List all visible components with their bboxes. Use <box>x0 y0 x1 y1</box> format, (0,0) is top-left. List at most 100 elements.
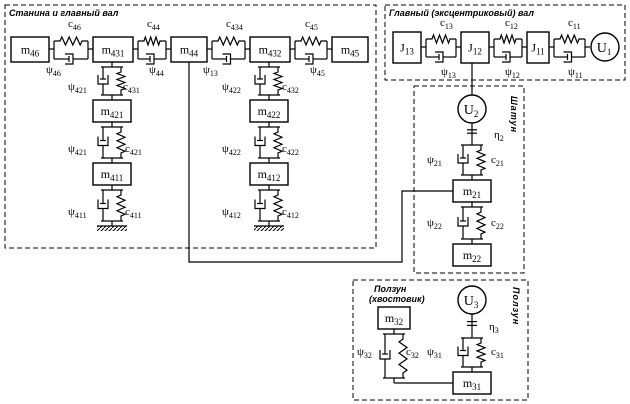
mass-m422-label: m422 <box>258 104 281 120</box>
region-mainshaft-title: Главный (эксцентриковый) вал <box>389 8 534 18</box>
ground-left <box>97 225 127 231</box>
mass-J11-label: J11 <box>531 41 544 57</box>
label-psi31-base: ψ <box>427 346 434 358</box>
label-c44-sub: 44 <box>152 23 160 32</box>
label-psi21-base: ψ <box>427 154 434 166</box>
unit-c45 <box>290 35 332 65</box>
mass-J11-label-base: J <box>531 41 536 55</box>
mass-m44 <box>170 36 208 63</box>
mass-m412-label: m412 <box>258 167 281 183</box>
mass-m21-label: m21 <box>463 184 481 200</box>
label-psi46: ψ46 <box>46 64 61 78</box>
label-psi421-top-sub: 421 <box>75 86 87 95</box>
label-c411: c411 <box>125 206 142 220</box>
label-psi32-sub: 32 <box>364 351 372 360</box>
mass-m22-label-base: m <box>463 248 473 262</box>
label-psi44-sub: 44 <box>156 69 164 78</box>
unit-c13 <box>421 33 461 63</box>
source-U3-label-sub: 3 <box>474 300 479 310</box>
label-psi31: ψ31 <box>427 346 442 360</box>
mass-m432-label-base: m <box>259 43 269 57</box>
mass-m31 <box>452 371 492 395</box>
mass-m421-label: m421 <box>101 104 124 120</box>
region-mainshaft <box>384 4 626 81</box>
label-c45-sub: 45 <box>310 23 318 32</box>
label-c431-sub: 431 <box>128 86 140 95</box>
label-psi13-sub: 13 <box>448 71 456 80</box>
mass-m45 <box>331 36 369 63</box>
label-c11-sub: 11 <box>573 22 581 31</box>
label-c411-base: c <box>125 206 130 218</box>
source-U2-label: U2 <box>464 103 479 119</box>
label-psi421-top-base: ψ <box>68 81 75 93</box>
region-rod-title: Шатун <box>509 96 519 133</box>
label-c421-base: c <box>125 143 130 155</box>
label-c13-sub: 13 <box>445 22 453 31</box>
mass-m411-label: m411 <box>101 167 124 183</box>
source-U2-label-sub: 2 <box>474 109 479 119</box>
unit-c46 <box>49 35 93 65</box>
region-frame-title: Станина и главный вал <box>9 8 119 18</box>
label-psi12-sub: 12 <box>512 71 520 80</box>
label-c21-sub: 21 <box>496 159 504 168</box>
mass-m31-label-sub: 31 <box>472 382 481 392</box>
label-psi12-base: ψ <box>505 66 512 78</box>
mass-m431-label-base: m <box>102 43 112 57</box>
label-c12-sub: 12 <box>510 22 518 31</box>
mass-m44-label: m44 <box>180 43 199 59</box>
label-psi21: ψ21 <box>427 154 442 168</box>
label-c11: c11 <box>568 17 581 31</box>
mass-m421-label-sub: 421 <box>110 110 124 120</box>
source-U1-label-sub: 1 <box>607 47 612 57</box>
mass-J11-label-sub: 11 <box>536 47 545 57</box>
label-c31-sub: 31 <box>496 351 504 360</box>
mass-J12 <box>460 31 490 64</box>
unit-c411 <box>97 185 127 226</box>
mass-m46-label-sub: 46 <box>30 49 40 59</box>
label-c45-base: c <box>305 18 310 30</box>
mass-m21-label-sub: 21 <box>472 190 481 200</box>
mass-m411-label-sub: 411 <box>110 173 123 183</box>
label-psi13-base: ψ <box>441 66 448 78</box>
label-psi13-frame-sub: 13 <box>210 69 218 78</box>
label-psi422-top-sub: 422 <box>229 86 241 95</box>
source-U1 <box>590 32 620 62</box>
label-c11-base: c <box>568 17 573 29</box>
mass-m431 <box>92 36 134 63</box>
region-tail-title-2: (хвостовик) <box>369 294 425 304</box>
unit-c44 <box>133 35 171 65</box>
mass-m422-label-sub: 422 <box>267 110 281 120</box>
mass-m422-label-base: m <box>258 104 268 118</box>
label-psi411: ψ411 <box>68 206 87 220</box>
source-U1-label: U1 <box>597 41 612 57</box>
label-c12: c12 <box>505 17 518 31</box>
label-c22-base: c <box>491 217 496 229</box>
label-c411-sub: 411 <box>130 211 142 220</box>
mass-m21-label-base: m <box>463 184 473 198</box>
label-c46: c46 <box>68 18 81 32</box>
label-psi45: ψ45 <box>310 64 325 78</box>
label-c432: c432 <box>282 81 299 95</box>
label-psi13-frame-base: ψ <box>203 64 210 76</box>
mass-J13-label-base: J <box>400 41 405 55</box>
label-c32-sub: 32 <box>411 351 419 360</box>
label-psi22: ψ22 <box>427 217 442 231</box>
label-psi12: ψ12 <box>505 66 520 80</box>
unit-c21 <box>457 140 487 180</box>
region-slider-title: Ползун <box>511 287 521 325</box>
label-c31: c31 <box>491 346 504 360</box>
label-c21-base: c <box>491 154 496 166</box>
label-c412-sub: 412 <box>287 211 299 220</box>
label-c422: c422 <box>282 143 299 157</box>
label-psi22-sub: 22 <box>434 222 442 231</box>
mass-m421-label-base: m <box>101 104 111 118</box>
mass-m46-label: m46 <box>21 43 40 59</box>
label-psi421-mid-base: ψ <box>68 143 75 155</box>
label-psi412-base: ψ <box>222 206 229 218</box>
label-c12-base: c <box>505 17 510 29</box>
label-c421: c421 <box>125 143 142 157</box>
mass-m45-label-base: m <box>341 43 351 57</box>
label-c421-sub: 421 <box>130 148 142 157</box>
mass-m31-label-base: m <box>463 376 473 390</box>
